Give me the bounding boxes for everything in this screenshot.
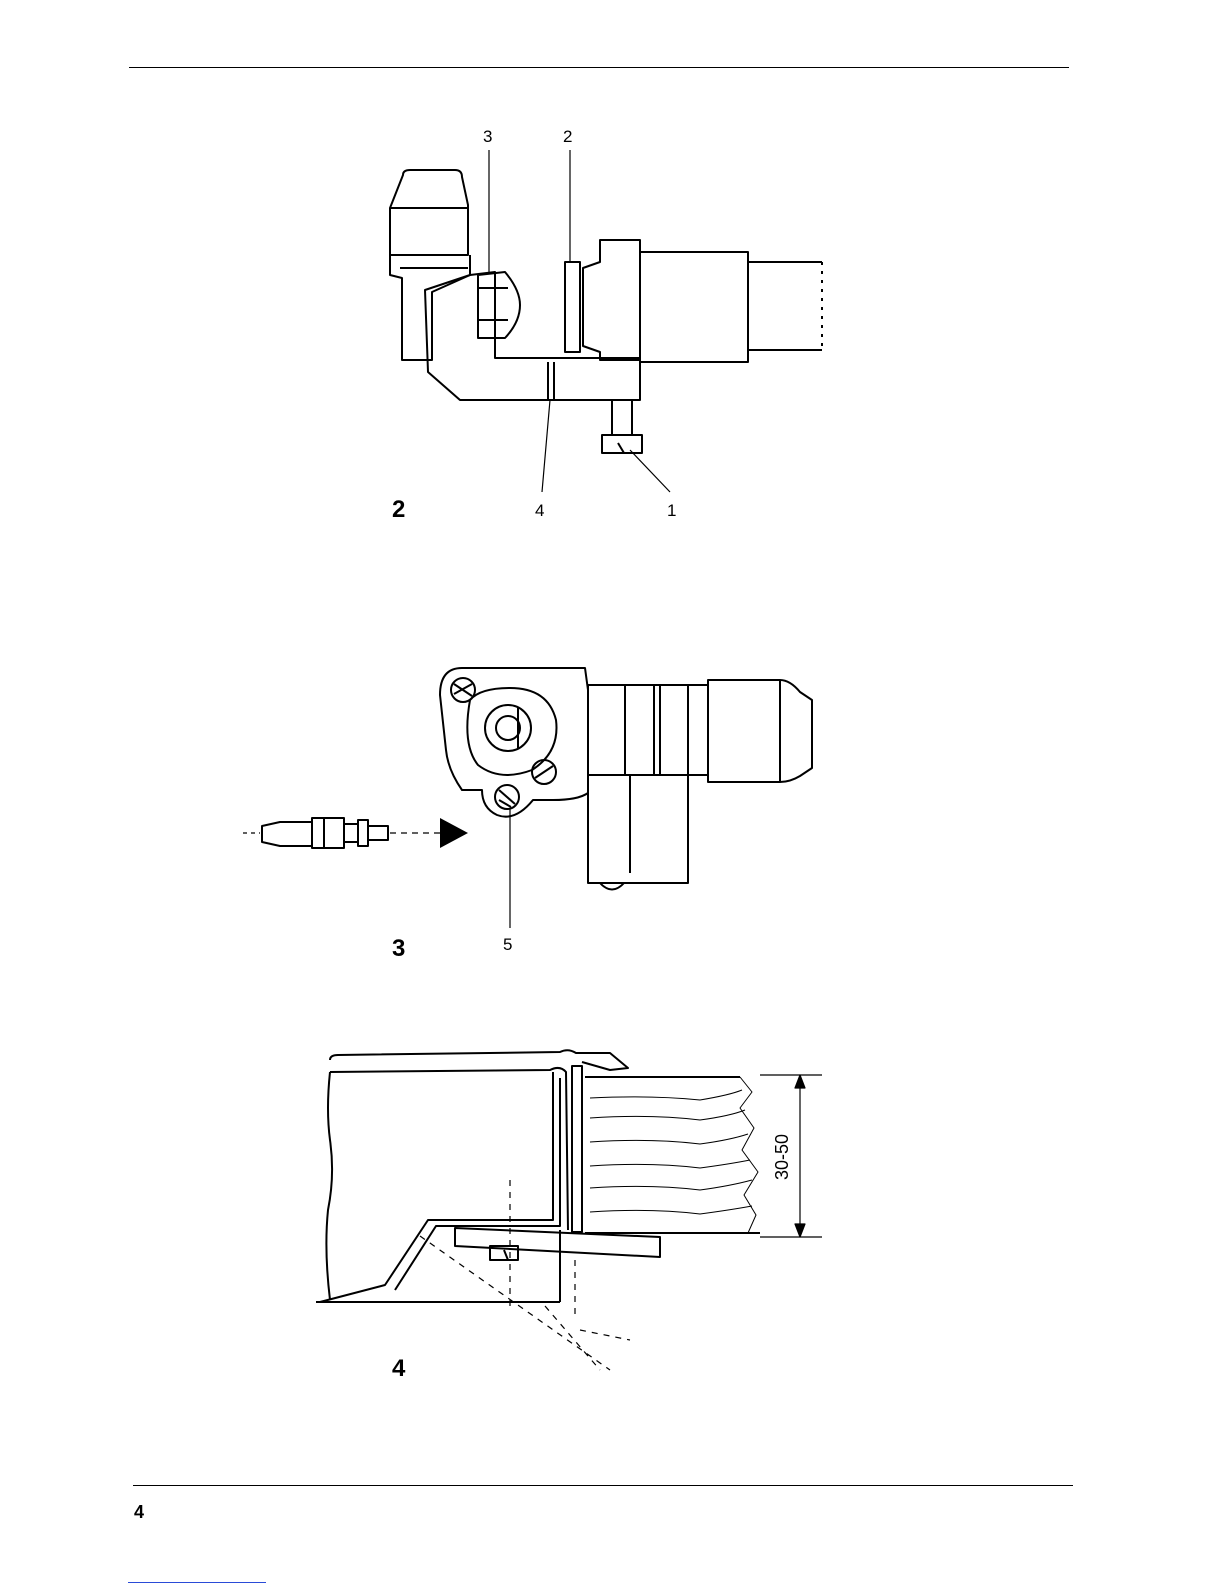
fig2-washer bbox=[565, 262, 580, 352]
footer-rule bbox=[133, 1485, 1073, 1486]
link-underline bbox=[128, 1582, 266, 1583]
fig4-dimension-label: 30-50 bbox=[773, 1134, 791, 1180]
fig3-nut bbox=[708, 680, 812, 782]
fig3-arrow bbox=[440, 818, 468, 848]
fig3-lower-cylinder bbox=[588, 775, 688, 883]
fig3-bore bbox=[485, 705, 531, 751]
fig2-valve-cap bbox=[390, 170, 468, 255]
fig3-plug bbox=[262, 822, 312, 846]
fig3-body bbox=[588, 685, 708, 775]
fig4-post bbox=[572, 1066, 582, 1232]
figure-4-number: 4 bbox=[392, 1357, 405, 1381]
figure-2-drawing bbox=[390, 150, 822, 492]
fig2-callout-1: 1 bbox=[667, 502, 676, 519]
fig2-callout-4: 4 bbox=[535, 502, 544, 519]
figure-3-number: 3 bbox=[392, 937, 405, 961]
fig2-bracket bbox=[425, 272, 640, 400]
fig2-callout-2: 2 bbox=[563, 128, 572, 145]
figure-4-drawing bbox=[316, 1050, 822, 1370]
figure-3-drawing bbox=[243, 668, 812, 928]
page-number: 4 bbox=[134, 1503, 144, 1521]
fig2-hex-nut bbox=[478, 272, 520, 338]
fig2-callout-3: 3 bbox=[483, 128, 492, 145]
fig3-callout-5: 5 bbox=[503, 936, 512, 953]
fig2-cylinder bbox=[640, 252, 748, 362]
figure-2-number: 2 bbox=[392, 498, 405, 522]
